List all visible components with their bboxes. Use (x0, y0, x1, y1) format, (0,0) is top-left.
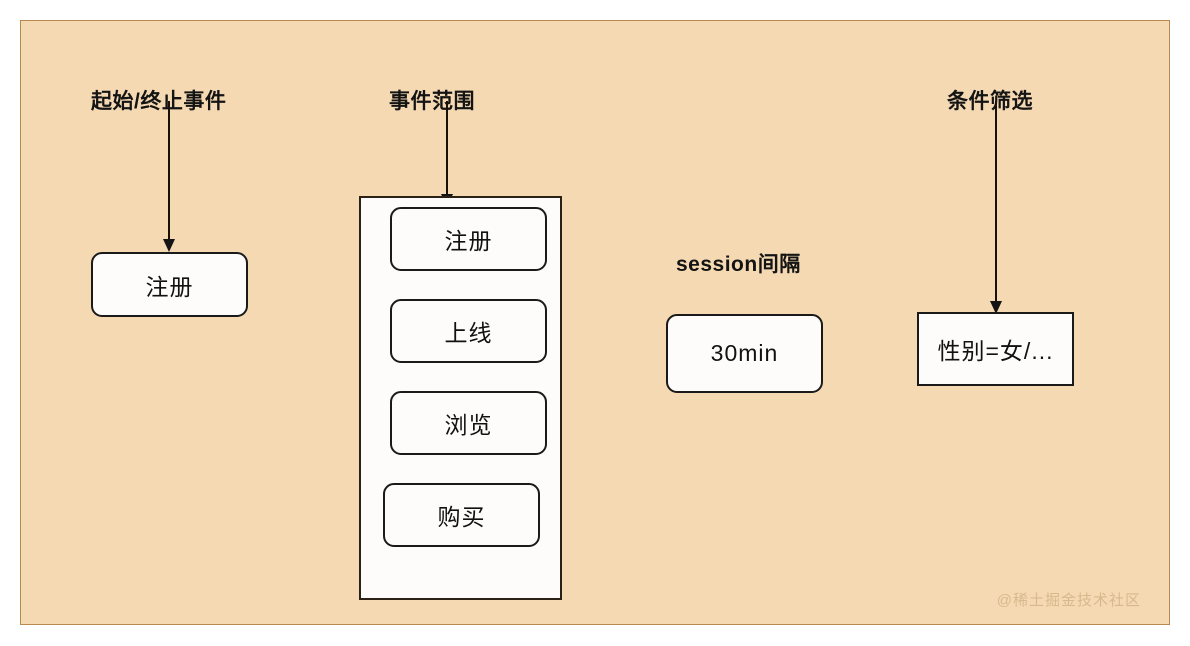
arrow-event-scope (440, 101, 454, 207)
section-label-session-interval: session间隔 (676, 253, 801, 276)
arrow-head (990, 301, 1002, 314)
event-scope-panel: 注册 上线 浏览 购买 (359, 196, 562, 600)
arrow-shaft (995, 101, 997, 302)
node-start-event[interactable]: 注册 (91, 252, 248, 317)
arrow-head (163, 239, 175, 252)
node-session-interval-value[interactable]: 30min (666, 314, 823, 393)
scope-item-3[interactable]: 购买 (383, 483, 540, 547)
scope-item-0[interactable]: 注册 (390, 207, 547, 271)
arrow-condition-filter (989, 101, 1003, 314)
annotation-label-event-scope: 事件范围 (389, 90, 475, 113)
annotation-label-start-end-event: 起始/终止事件 (91, 90, 227, 113)
scope-item-2[interactable]: 浏览 (390, 391, 547, 455)
watermark: @稀土掘金技术社区 (996, 592, 1141, 609)
arrow-shaft (446, 101, 448, 195)
annotation-label-condition-filter: 条件筛选 (947, 90, 1033, 113)
node-condition-filter-value[interactable]: 性别=女/... (917, 312, 1074, 386)
diagram-canvas: 起始/终止事件 注册 事件范围 注册 上线 浏览 购买 session间隔 30… (20, 20, 1170, 625)
arrow-start-end-event (162, 101, 176, 252)
scope-item-1[interactable]: 上线 (390, 299, 547, 363)
arrow-shaft (168, 101, 170, 240)
